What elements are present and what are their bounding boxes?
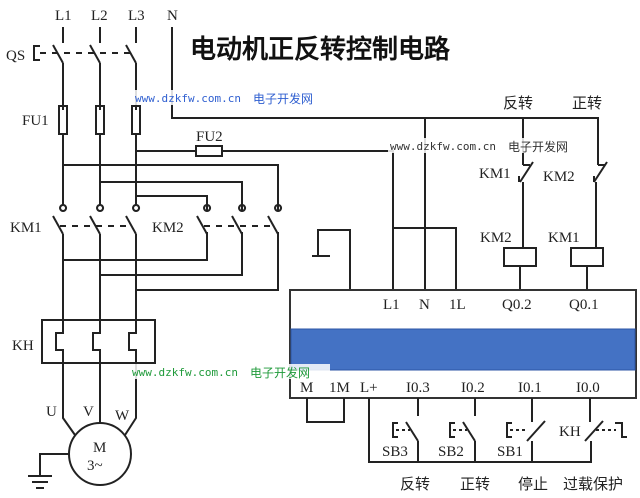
label-forward-out: 正转	[572, 94, 602, 112]
input-wiring	[368, 398, 592, 463]
plc-status-band	[290, 328, 636, 371]
label-SB3: SB3	[382, 444, 408, 460]
watermark-1: www.dzkfw.com.cn 电子开发网	[133, 90, 333, 106]
contactor-km2	[196, 204, 283, 235]
plc-term-I03: I0.3	[406, 380, 430, 396]
label-FU1: FU1	[22, 113, 49, 129]
plc-ground-wire	[317, 229, 351, 308]
interlock-km2	[593, 161, 608, 248]
plc-term-1L: 1L	[449, 297, 466, 313]
plc-term-N: N	[419, 297, 430, 313]
m-1m-jumper	[306, 398, 345, 423]
label-N: N	[167, 8, 178, 24]
ground-icon	[28, 475, 52, 489]
watermark-3: www.dzkfw.com.cn 电子开发网	[130, 364, 330, 380]
phase-wires	[33, 27, 137, 110]
svg-text:电子开发网: 电子开发网	[250, 365, 310, 380]
label-KM2-main: KM2	[152, 220, 184, 236]
label-V: V	[83, 404, 94, 420]
button-sb3	[392, 421, 419, 462]
kh-contact	[584, 416, 627, 446]
plc-term-Q01: Q0.1	[569, 297, 599, 313]
label-reverse-out: 反转	[503, 94, 533, 112]
label-U: U	[46, 404, 57, 420]
button-sb1	[506, 416, 546, 462]
plc-term-I00: I0.0	[576, 380, 600, 396]
button-sb2	[449, 421, 476, 462]
label-KH-main: KH	[12, 338, 34, 354]
svg-text:电子开发网: 电子开发网	[253, 91, 313, 106]
diagram-title: 电动机正反转控制电路	[190, 34, 451, 65]
km2-crossover-wires	[62, 164, 279, 291]
label-SB1: SB1	[497, 444, 523, 460]
neutral-wire	[171, 27, 599, 165]
contactor-km1	[52, 204, 141, 235]
label-KH-contact: KH	[559, 424, 581, 440]
plc-term-1M: 1M	[329, 380, 350, 396]
motor-phase-label: 3~	[87, 458, 103, 474]
label-L1: L1	[55, 8, 72, 24]
svg-text:www.dzkfw.com.cn: www.dzkfw.com.cn	[132, 366, 238, 379]
caption-forward: 正转	[460, 475, 490, 493]
thermal-relay-kh	[41, 319, 156, 364]
caption-overload: 过载保护	[563, 475, 623, 493]
label-W: W	[115, 408, 130, 424]
label-QS: QS	[6, 48, 25, 64]
label-SB2: SB2	[438, 444, 464, 460]
plc-term-M: M	[300, 380, 313, 396]
plc-term-L1: L1	[383, 297, 400, 313]
label-L2: L2	[91, 8, 108, 24]
label-interlock-km2: KM2	[543, 169, 575, 185]
motor-ground-wire	[39, 453, 69, 475]
svg-text:电子开发网: 电子开发网	[508, 139, 568, 154]
label-coil-km2: KM2	[480, 230, 512, 246]
plc-term-I01: I0.1	[518, 380, 542, 396]
interlock-km1	[518, 161, 534, 248]
plc-term-Q02: Q0.2	[502, 297, 532, 313]
label-FU2: FU2	[196, 129, 223, 145]
plc-term-I02: I0.2	[461, 380, 485, 396]
svg-text:www.dzkfw.com.cn: www.dzkfw.com.cn	[135, 92, 241, 105]
label-coil-km1: KM1	[548, 230, 580, 246]
fuse-fu1	[58, 105, 141, 135]
label-interlock-km1: KM1	[479, 166, 511, 182]
watermark-2: www.dzkfw.com.cn 电子开发网	[388, 138, 588, 154]
motor-label: M	[93, 440, 106, 456]
plc-term-Lplus: L+	[360, 380, 378, 396]
svg-text:www.dzkfw.com.cn: www.dzkfw.com.cn	[390, 140, 496, 153]
kh-heaters	[55, 320, 137, 363]
caption-reverse: 反转	[400, 475, 430, 493]
fuse-fu2	[195, 145, 223, 157]
label-KM1-main: KM1	[10, 220, 42, 236]
caption-stop: 停止	[518, 475, 548, 493]
coil-km2	[503, 247, 537, 267]
coil-km1	[570, 247, 604, 267]
label-L3: L3	[128, 8, 145, 24]
